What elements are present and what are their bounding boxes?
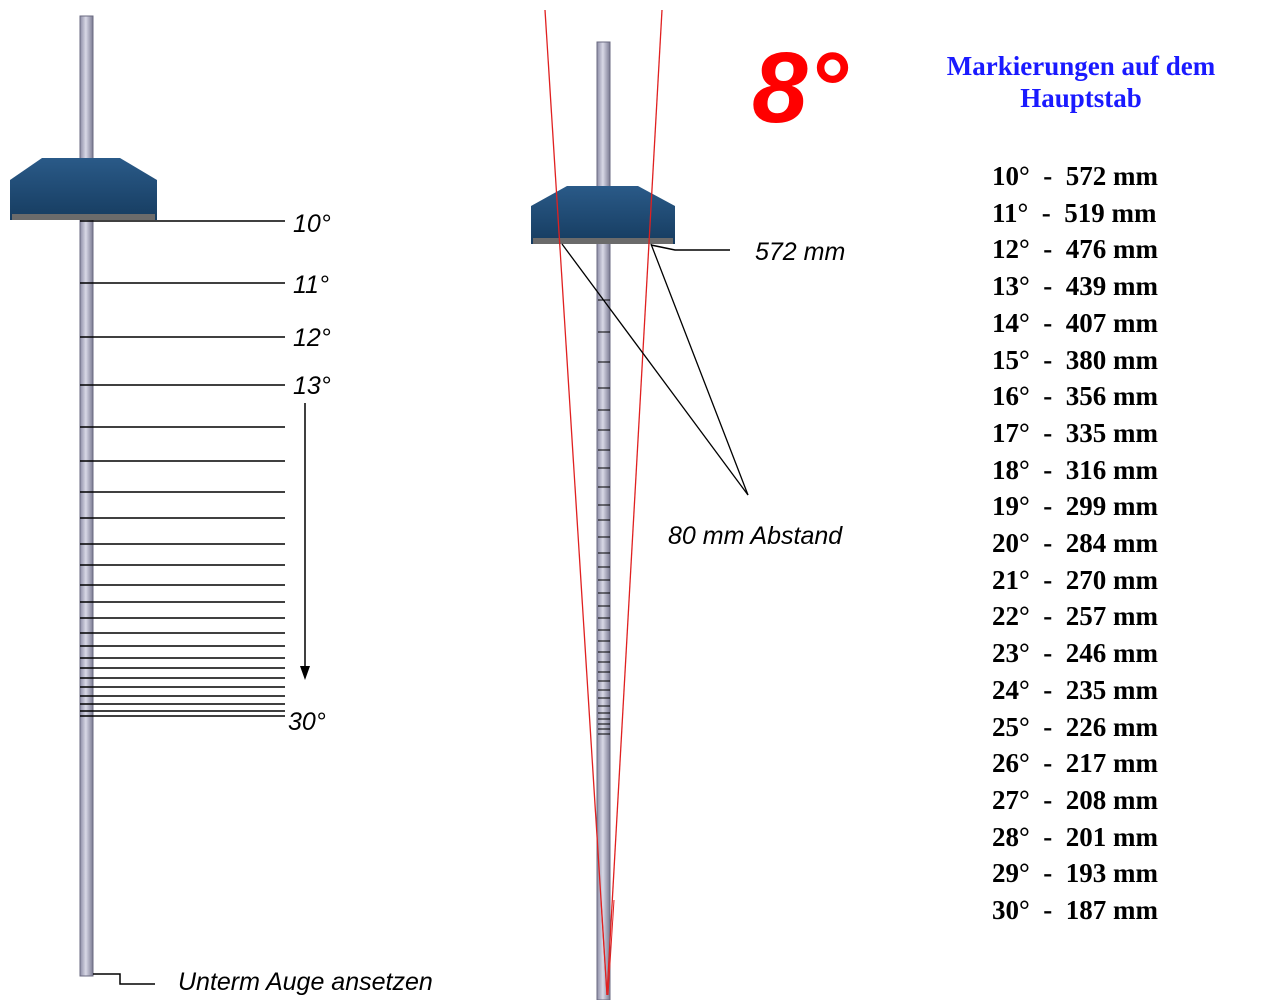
mark-row-27: 27° - 208 mm — [992, 784, 1159, 815]
left-slider-block — [10, 158, 157, 220]
gap-pointer-right — [650, 243, 749, 496]
mark-row-28: 28° - 201 mm — [992, 821, 1159, 852]
length-pointer-line — [650, 244, 730, 251]
mark-row-10: 10° - 572 mm — [992, 161, 1159, 191]
middle-tick-marks — [598, 299, 610, 735]
label-30-deg: 30° — [288, 708, 326, 736]
ray-left — [544, 9, 608, 996]
ray-inner-left — [600, 899, 608, 996]
label-10-deg: 10° — [293, 210, 331, 238]
label-eye-position: Unterm Auge ansetzen — [178, 968, 433, 996]
middle-staff: 572 mm 80 mm Abstand 8° — [531, 9, 849, 1000]
eye-pointer-line — [93, 973, 155, 985]
left-minor-marks — [80, 426, 285, 717]
mark-row-17: 17° - 335 mm — [992, 417, 1159, 448]
gap-pointer-left — [561, 243, 749, 496]
mark-row-19: 19° - 299 mm — [992, 491, 1159, 522]
mark-row-29: 29° - 193 mm — [992, 858, 1159, 889]
mark-row-18: 18° - 316 mm — [992, 454, 1159, 485]
mark-row-14: 14° - 407 mm — [992, 307, 1159, 338]
markings-list: 10° - 572 mm 11° - 519 mm 12° - 476 mm 1… — [992, 158, 1158, 929]
ray-right — [606, 9, 663, 996]
down-arrow-head — [300, 666, 310, 680]
label-13-deg: 13° — [293, 372, 331, 400]
mark-row-22: 22° - 257 mm — [992, 601, 1159, 632]
label-572mm: 572 mm — [755, 238, 845, 266]
mark-row-21: 21° - 270 mm — [992, 564, 1159, 595]
ray-inner-right — [607, 899, 615, 996]
left-staff: 10° 11° 12° 13° 30° Unterm Auge ansetzen — [10, 15, 433, 996]
panel-title: Markierungen auf dem Hauptstab — [946, 51, 1216, 113]
mark-row-11: 11° - 519 mm — [992, 197, 1157, 228]
mark-row-26: 26° - 217 mm — [992, 748, 1159, 779]
angle-title: 8° — [752, 32, 849, 144]
mark-row-25: 25° - 226 mm — [992, 711, 1159, 742]
middle-rod — [596, 41, 611, 1000]
markings-panel: Markierungen auf dem Hauptstab 10° - 572… — [900, 50, 1261, 925]
left-slider-base — [12, 214, 155, 220]
mark-row-16: 16° - 356 mm — [992, 381, 1159, 412]
mark-row-30: 30° - 187 mm — [992, 895, 1159, 926]
middle-slider-base — [533, 238, 673, 244]
mark-row-23: 23° - 246 mm — [992, 638, 1159, 669]
mark-row-13: 13° - 439 mm — [992, 271, 1159, 302]
middle-slider-block — [531, 186, 675, 244]
label-12-deg: 12° — [293, 324, 331, 352]
label-80mm-gap: 80 mm Abstand — [668, 522, 843, 550]
mark-row-24: 24° - 235 mm — [992, 674, 1159, 705]
mark-row-20: 20° - 284 mm — [992, 528, 1159, 559]
mark-row-12: 12° - 476 mm — [992, 234, 1159, 265]
left-rod — [79, 15, 94, 977]
label-11-deg: 11° — [293, 271, 329, 299]
mark-row-15: 15° - 380 mm — [992, 344, 1159, 375]
